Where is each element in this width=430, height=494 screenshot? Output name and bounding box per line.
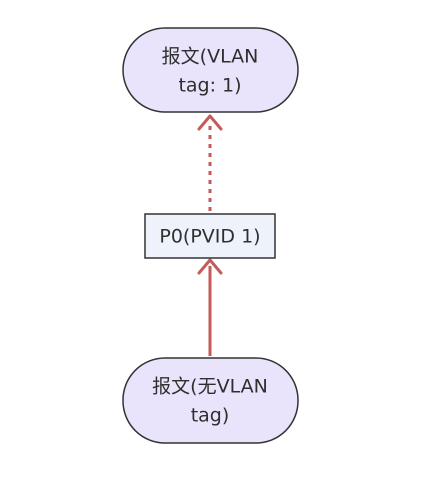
node-untagged-frame-line-2: tag) [191, 405, 230, 427]
node-untagged-frame-line-1: 报文(无VLAN [152, 376, 268, 398]
node-tagged-frame-line-2: tag: 1) [178, 75, 241, 97]
node-untagged-frame-shape [122, 357, 299, 444]
node-tagged-frame-line-1: 报文(VLAN [162, 46, 259, 68]
node-untagged-frame: 报文(无VLAN tag) [122, 357, 299, 444]
node-port-shape [144, 213, 276, 259]
node-tagged-frame: 报文(VLAN tag: 1) [122, 27, 299, 113]
node-port: P0(PVID 1) [144, 213, 276, 259]
node-port-label: P0(PVID 1) [159, 226, 260, 248]
edge-port-to-top-arrowhead [197, 114, 223, 131]
edge-bottom-to-port-arrowhead [197, 258, 223, 275]
edge-bottom-to-port [197, 258, 223, 356]
node-tagged-frame-shape [122, 27, 299, 113]
edge-port-to-top [197, 114, 223, 211]
